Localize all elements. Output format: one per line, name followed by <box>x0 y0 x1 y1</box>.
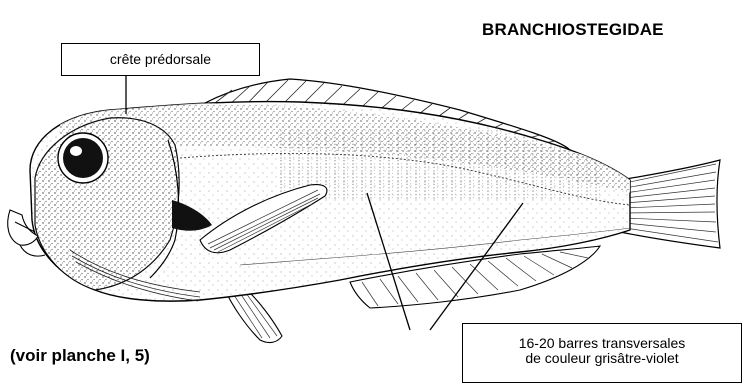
plate-reference: (voir planche I, 5) <box>10 346 150 366</box>
bars-label-line2: de couleur grisâtre-violet <box>463 351 741 366</box>
family-title: BRANCHIOSTEGIDAE <box>482 20 664 40</box>
caudal-fin <box>620 160 720 248</box>
transverse-bars-label: 16-20 barres transversales de couleur gr… <box>462 323 742 383</box>
predorsal-crest-label: crête prédorsale <box>61 43 260 76</box>
bars-label-line1: 16-20 barres transversales <box>463 336 741 351</box>
